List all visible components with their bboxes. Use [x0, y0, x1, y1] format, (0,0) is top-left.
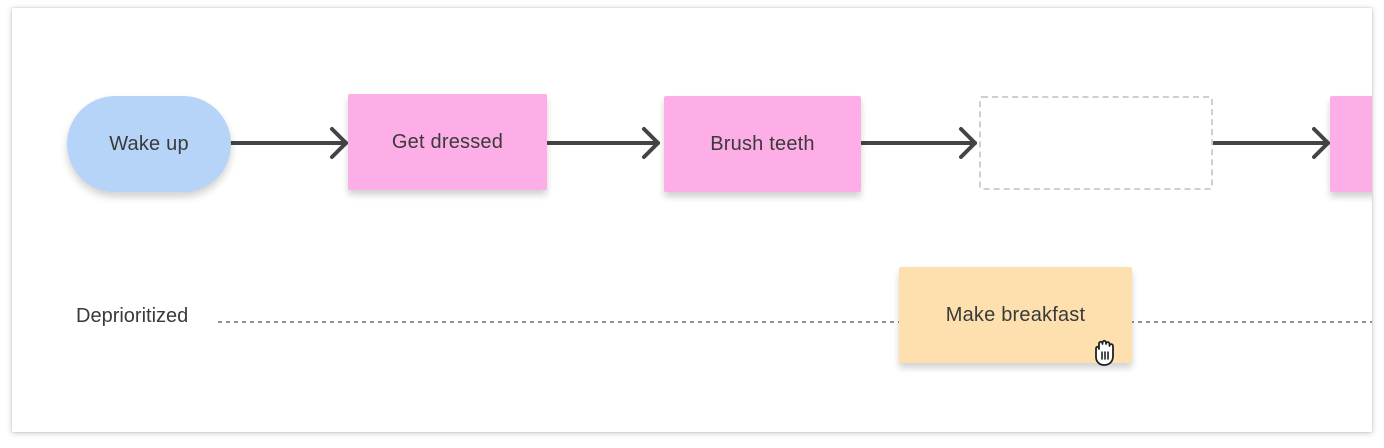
diagram-canvas-frame: Wake up Get dressed Brush teeth Depriori…	[12, 8, 1372, 432]
sticky-note-label: Get dressed	[391, 130, 504, 153]
start-node-wake-up[interactable]: Wake up	[67, 96, 231, 192]
start-node-label: Wake up	[109, 132, 189, 155]
sticky-note-label: Brush teeth	[710, 132, 815, 155]
sticky-note-label: Make breakfast	[945, 303, 1086, 326]
arrow-placeholder-to-next[interactable]	[1212, 127, 1330, 159]
diagram-canvas[interactable]: Wake up Get dressed Brush teeth Depriori…	[12, 8, 1372, 432]
arrow-getdressed-to-brushteeth[interactable]	[546, 127, 660, 159]
sticky-note-next-partial[interactable]	[1330, 96, 1372, 192]
arrow-brushteeth-to-placeholder[interactable]	[860, 127, 977, 159]
arrow-wakeup-to-getdressed[interactable]	[228, 127, 348, 159]
connectors-layer	[218, 127, 1372, 323]
sticky-note-make-breakfast[interactable]: Make breakfast	[899, 267, 1132, 363]
sticky-note-get-dressed[interactable]: Get dressed	[348, 94, 547, 190]
grab-hand-icon	[1088, 335, 1122, 369]
empty-drop-placeholder[interactable]	[979, 96, 1213, 190]
lane-label-deprioritized: Deprioritized	[76, 305, 189, 327]
sticky-note-brush-teeth[interactable]: Brush teeth	[664, 96, 861, 192]
